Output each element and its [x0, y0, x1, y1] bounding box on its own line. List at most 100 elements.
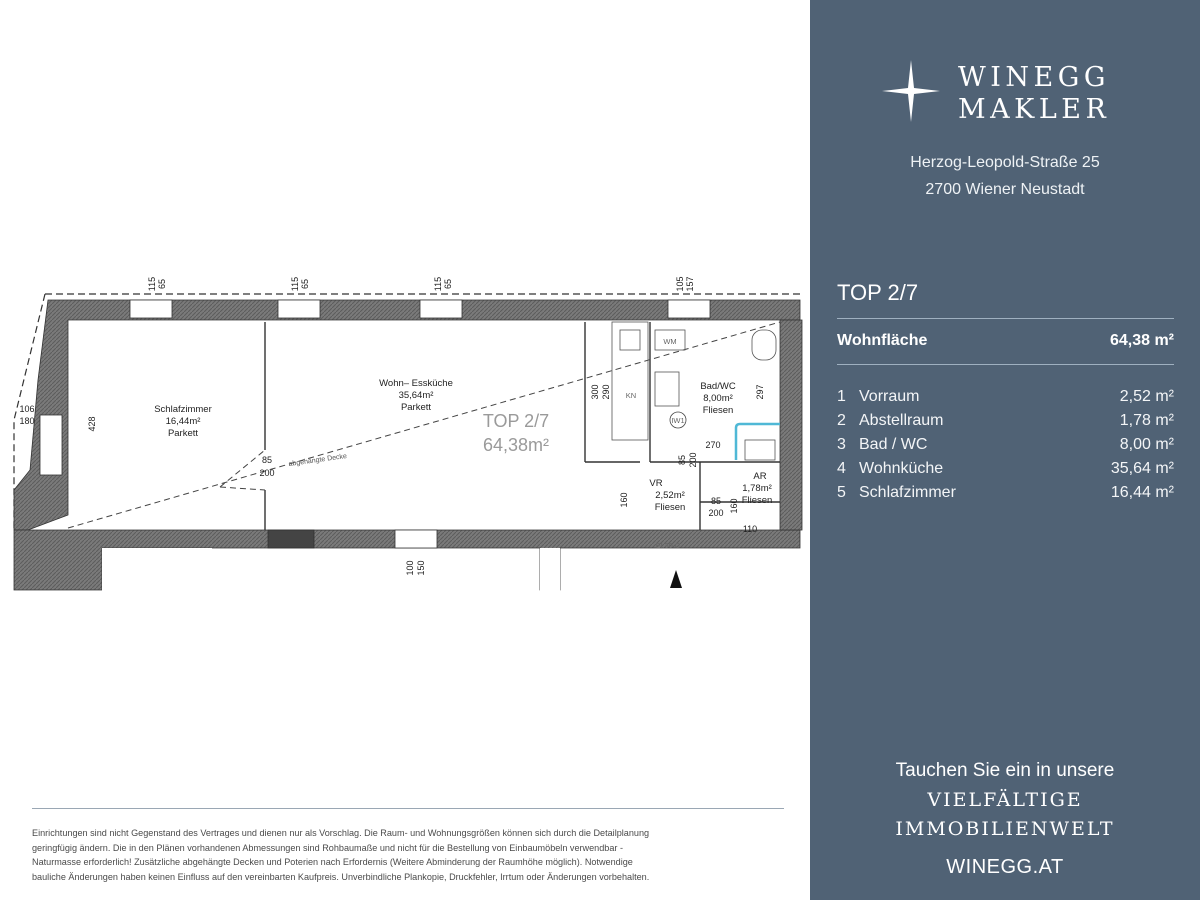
dim-65-c: 65	[443, 279, 453, 289]
disclaimer-divider	[32, 808, 784, 809]
unit-label-area: 64,38m²	[483, 435, 549, 455]
disclaimer-line: Einrichtungen sind nicht Gegenstand des …	[32, 828, 650, 838]
room-row: 4 Wohnküche 35,64 m²	[837, 460, 1174, 484]
living-area-row: Wohnfläche 64,38 m²	[837, 332, 1174, 354]
tagline-highlight-2: IMMOBILIENWELT	[895, 818, 1115, 840]
divider	[837, 318, 1174, 319]
room-name: Bad / WC	[859, 436, 928, 453]
floor-plan: Schlafzimmer 16,44m² Parkett Wohn– Esskü…	[13, 276, 803, 592]
tagline: Tauchen Sie ein in unsere	[895, 760, 1115, 781]
room-4-area: 2,52m²	[655, 490, 685, 501]
tagline-highlight-1: VIELFÄLTIGE	[927, 789, 1083, 811]
shower-outline	[734, 422, 780, 460]
room-number: 5	[837, 484, 846, 501]
dim-157: 157	[685, 276, 695, 291]
dim-160-b: 160	[729, 498, 739, 513]
iw-circle	[669, 411, 687, 429]
disclaimer-line: geringfügig ändern. Die in den Plänen vo…	[32, 842, 623, 853]
room-area: 16,44 m²	[1110, 484, 1174, 501]
address-street: Herzog-Leopold-Straße 25	[910, 154, 1100, 171]
room-row: 1 Vorraum 2,52 m²	[837, 388, 1174, 412]
room-labels: Schlafzimmer 16,44m² Parkett Wohn– Esskü…	[154, 378, 772, 513]
room-area: 8,00 m²	[1119, 436, 1174, 453]
floor-plan-area: Schlafzimmer 16,44m² Parkett Wohn– Esskü…	[13, 276, 803, 884]
unit-label-top: TOP 2/7	[483, 411, 549, 431]
room-name: Vorraum	[859, 388, 920, 405]
dim-115-b: 115	[290, 277, 300, 291]
divider	[837, 364, 1174, 365]
logo-text-winegg: WINEGG	[958, 62, 1110, 93]
dim-115-c: 115	[433, 277, 443, 291]
fixture-iw: IW1	[671, 416, 684, 425]
disclaimer-line: bauliche Änderungen haben keinen Einflus…	[32, 871, 650, 882]
address-city: 2700 Wiener Neustadt	[925, 181, 1085, 198]
room-4-floor: Fliesen	[655, 502, 686, 513]
brand-logo: WINEGG MAKLER	[880, 58, 1140, 128]
dim-85-a: 85	[262, 455, 272, 465]
room-number: 4	[837, 460, 846, 477]
entrance-arrow-icon	[670, 570, 682, 588]
room-1-name: Schlafzimmer	[154, 404, 212, 415]
room-row: 3 Bad / WC 8,00 m²	[837, 436, 1174, 460]
dim-200-c: 200	[708, 508, 723, 518]
room-area: 35,64 m²	[1110, 460, 1174, 477]
room-2-name: Wohn– Essküche	[379, 378, 453, 389]
dimensions: 115 65 115 65 115 65 105 157 106 180 428…	[19, 276, 765, 575]
fixture-labels: KN WM IW1 El.30 C	[626, 337, 685, 550]
dim-105: 105	[675, 276, 685, 291]
room-name: Schlafzimmer	[859, 484, 956, 501]
fixture-el: El.30 C	[656, 541, 681, 550]
dim-85-b: 85	[677, 455, 687, 465]
living-area-label: Wohnfläche	[837, 332, 928, 349]
unit-title: TOP 2/7	[837, 280, 919, 305]
room-area: 2,52 m²	[1119, 388, 1174, 405]
room-name: Abstellraum	[859, 412, 944, 429]
dim-428: 428	[87, 416, 97, 431]
room-1-floor: Parkett	[168, 428, 198, 439]
dim-65-b: 65	[300, 279, 310, 289]
room-5-area: 1,78m²	[742, 483, 772, 494]
dim-180: 180	[19, 416, 34, 426]
star-logo-icon	[882, 60, 940, 122]
room-number: 1	[837, 388, 846, 405]
windows-top	[39, 299, 711, 549]
dim-200-a: 200	[259, 468, 274, 478]
dim-65-a: 65	[157, 279, 167, 289]
dim-100: 100	[405, 560, 415, 575]
dim-270: 270	[705, 440, 720, 450]
fixture-wm: WM	[663, 337, 676, 346]
room-5-name: AR	[753, 471, 766, 482]
dim-115-a: 115	[147, 277, 157, 291]
room-3-name: Bad/WC	[700, 381, 736, 392]
room-3-area: 8,00m²	[703, 393, 733, 404]
room-2-area: 35,64m²	[399, 390, 434, 401]
room-row: 5 Schlafzimmer 16,44 m²	[837, 484, 1174, 508]
living-area-value: 64,38 m²	[1109, 332, 1174, 349]
walls	[13, 299, 803, 591]
room-1-area: 16,44m²	[166, 416, 201, 427]
dim-200-b: 200	[688, 452, 698, 467]
room-row: 2 Abstellraum 1,78 m²	[837, 412, 1174, 436]
dim-297: 297	[755, 384, 765, 399]
website-link[interactable]: WINEGG.AT	[946, 856, 1064, 878]
dim-110: 110	[743, 524, 757, 534]
dim-290: 290	[601, 384, 611, 399]
room-3-floor: Fliesen	[703, 405, 734, 416]
room-list: 1 Vorraum 2,52 m² 2 Abstellraum 1,78 m² …	[837, 388, 1174, 508]
fixture-kn: KN	[626, 391, 636, 400]
room-5-floor: Fliesen	[742, 495, 773, 506]
disclaimer-text: Einrichtungen sind nicht Gegenstand des …	[32, 826, 792, 884]
ceiling-diagonals	[67, 321, 781, 529]
inner-walls	[264, 322, 780, 530]
room-area: 1,78 m²	[1119, 412, 1174, 429]
room-2-floor: Parkett	[401, 402, 431, 413]
dim-160-a: 160	[619, 492, 629, 507]
kitchen-fixtures	[611, 321, 777, 461]
room-4-name: VR	[649, 478, 662, 489]
room-name: Wohnküche	[859, 460, 944, 477]
dim-106: 106	[19, 404, 34, 414]
dim-85-c: 85	[711, 496, 721, 506]
dim-300: 300	[590, 384, 600, 399]
unit-label: TOP 2/7 64,38m²	[483, 411, 549, 455]
disclaimer-line: Naturmasse erforderlich! Zusätzliche abg…	[32, 857, 633, 867]
